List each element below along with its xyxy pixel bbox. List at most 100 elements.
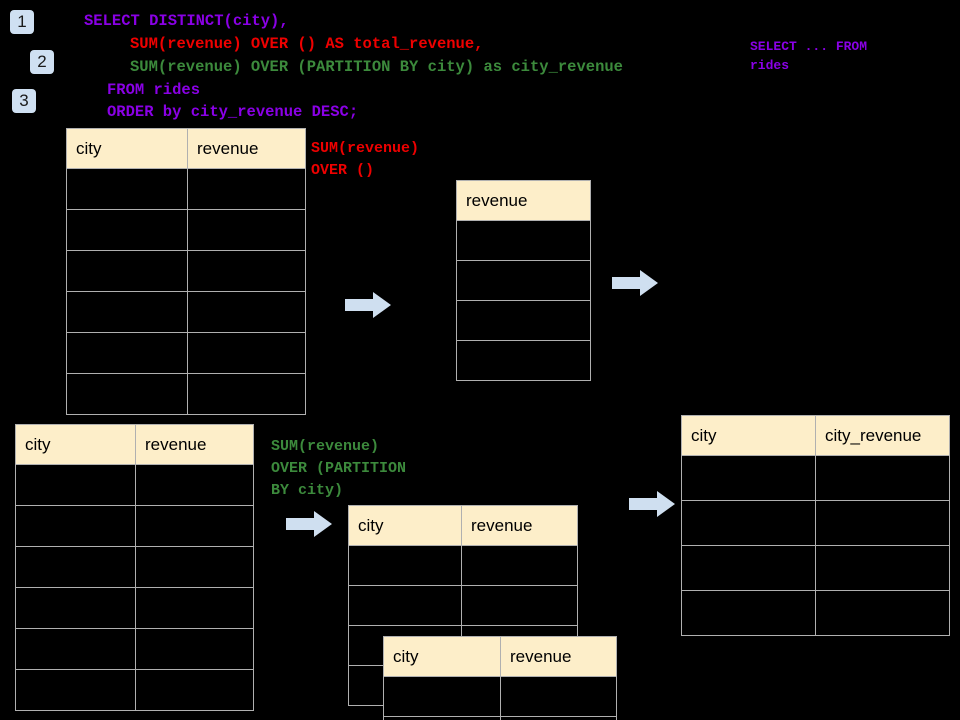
table-cell	[15, 669, 136, 711]
table-cell	[15, 587, 136, 629]
table-cell	[456, 300, 591, 341]
column-header-revenue: revenue	[135, 424, 254, 465]
table-cell	[187, 250, 306, 292]
column-header-city: city	[348, 505, 462, 546]
table-cell	[66, 168, 188, 210]
table-row	[348, 585, 578, 626]
right-arrow-icon	[345, 292, 391, 318]
annotation-sum-over-partition: SUM(revenue) OVER (PARTITION BY city)	[271, 438, 407, 499]
table-cell	[15, 505, 136, 547]
table-row	[383, 716, 617, 720]
table-cell	[135, 669, 254, 711]
table-cell	[135, 546, 254, 588]
table-row	[456, 220, 591, 261]
annotation-sum-over-empty: SUM(revenue) OVER ()	[311, 140, 420, 179]
column-header-revenue: revenue	[187, 128, 306, 169]
table-row	[15, 669, 254, 711]
column-header-city: city	[681, 415, 816, 456]
sql-line-sum-over-empty: SUM(revenue) OVER () AS total_revenue,	[130, 35, 484, 53]
table-cell	[348, 585, 462, 626]
table-cell	[681, 500, 816, 546]
right-arrow-icon	[286, 511, 332, 537]
table-row	[15, 628, 254, 670]
table-cell	[461, 585, 578, 626]
table-cell	[15, 628, 136, 670]
step-badge-3: 3	[12, 89, 36, 113]
column-header-revenue: revenue	[500, 636, 617, 677]
table-row	[15, 464, 254, 506]
table-row	[681, 455, 950, 501]
column-header-city_revenue: city_revenue	[815, 415, 950, 456]
table-cell	[66, 209, 188, 251]
flow-arrow-2	[612, 268, 658, 303]
table-cell	[456, 220, 591, 261]
sql-side-note-select-from-rides: SELECT ... FROM rides	[750, 39, 868, 73]
table-cell	[187, 332, 306, 374]
table-cell	[815, 590, 950, 636]
table-cell	[383, 676, 501, 717]
table-row	[15, 587, 254, 629]
table-cell	[681, 455, 816, 501]
table-cell	[815, 455, 950, 501]
table-cell	[456, 340, 591, 381]
table-cell	[187, 209, 306, 251]
table-total-revenue: revenue	[456, 180, 591, 381]
table-cell	[15, 464, 136, 506]
right-arrow-icon	[612, 270, 658, 296]
flow-arrow-1	[345, 290, 391, 325]
table-cell	[815, 545, 950, 591]
table-row	[66, 332, 306, 374]
table-row	[66, 291, 306, 333]
table-header-row: revenue	[456, 180, 591, 221]
table-cell	[461, 545, 578, 586]
table-cell	[66, 373, 188, 415]
table-row	[681, 500, 950, 546]
table-row	[15, 505, 254, 547]
table-cell	[66, 250, 188, 292]
table-cell	[66, 332, 188, 374]
table-row	[456, 260, 591, 301]
step-badge-2: 2	[30, 50, 54, 74]
table-row	[348, 545, 578, 586]
table-row	[15, 546, 254, 588]
table-cell	[348, 545, 462, 586]
flow-arrow-4	[629, 489, 675, 524]
table-cell	[383, 716, 501, 720]
sql-line-from: FROM rides	[107, 81, 201, 99]
column-header-city: city	[66, 128, 188, 169]
table-row	[681, 590, 950, 636]
table-cell	[815, 500, 950, 546]
table-cell	[500, 676, 617, 717]
table-row	[66, 168, 306, 210]
column-header-city: city	[383, 636, 501, 677]
sql-line-sum-over-partition: SUM(revenue) OVER (PARTITION BY city) as…	[130, 58, 623, 76]
step-badge-1: 1	[10, 10, 34, 34]
table-cell	[681, 590, 816, 636]
table-cell	[15, 546, 136, 588]
table-row	[66, 209, 306, 251]
table-cell	[681, 545, 816, 591]
table-cell	[66, 291, 188, 333]
table-cell	[456, 260, 591, 301]
table-cell	[135, 464, 254, 506]
column-header-revenue: revenue	[456, 180, 591, 221]
sql-line-order-by: ORDER by city_revenue DESC;	[107, 103, 359, 121]
table-cell	[187, 291, 306, 333]
table-row	[66, 250, 306, 292]
table-cell	[187, 373, 306, 415]
sql-line-select-distinct: SELECT DISTINCT(city),	[84, 12, 289, 30]
column-header-revenue: revenue	[461, 505, 578, 546]
table-cell	[187, 168, 306, 210]
table-cell	[500, 716, 617, 720]
table-row	[383, 676, 617, 717]
table-row	[681, 545, 950, 591]
